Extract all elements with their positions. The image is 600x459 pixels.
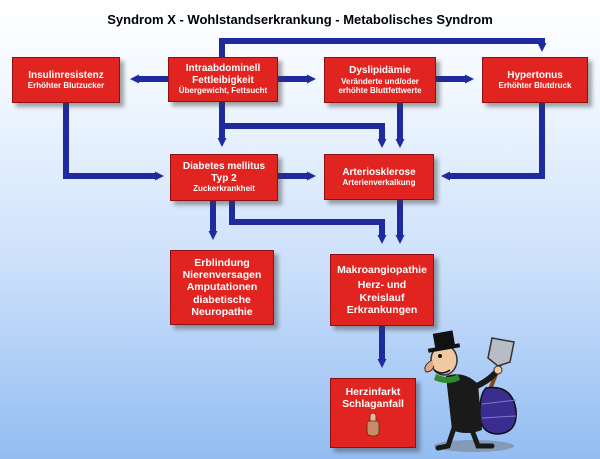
node-line: Herzinfarkt [345,386,401,398]
node-subtitle: Übergewicht, Fettsucht [178,86,268,96]
node-dyslipidaemie: Dyslipidämie Veränderte und/oder erhöhte… [324,57,436,103]
node-title: Makroangiopathie [337,264,427,277]
node-title: Dyslipidämie [349,65,411,77]
node-subtitle: Erhöhter Blutzucker [27,81,105,91]
diagram-title: Syndrom X - Wohlstandserkrankung - Metab… [107,12,493,27]
edge-insulinresistenz-diabetes [63,103,164,181]
node-makroangiopathie: Makroangiopathie Herz- und Kreislauf Erk… [330,254,434,326]
node-title: Intraabdominell Fettleibigkeit [185,63,261,86]
node-title: Arteriosklerose [342,166,416,178]
node-insulinresistenz: Insulinresistenz Erhöhter Blutzucker [12,57,120,103]
node-line: Kreislauf [359,291,405,304]
node-line: Nierenversagen [182,269,262,282]
node-line: Erkrankungen [346,303,418,316]
edge-adipositas-hypertonus [219,38,547,57]
node-line: Herz- und [357,279,407,292]
node-diabetes: Diabetes mellitus Typ 2 Zuckerkrankheit [170,154,278,201]
node-title: Hypertonus [507,69,563,81]
edge-diabetes-makroangiopathie [229,201,387,244]
node-subtitle: Veränderte und/oder erhöhte Bluttfettwer… [338,76,422,95]
node-line: diabetische [193,293,251,306]
node-line: Erblindung [194,257,250,270]
node-line: Amputationen [186,281,258,294]
edge-adipositas-arteriosklerose [219,102,387,148]
node-line: Schlaganfall [342,398,404,411]
node-hypertonus: Hypertonus Erhöhter Blutdruck [482,57,588,103]
edge-hypertonus-arteriosklerose [441,103,545,181]
node-title: Insulinresistenz [28,69,104,81]
node-arteriosklerose: Arteriosklerose Arterienverkalkung [324,154,434,200]
node-adipositas: Intraabdominell Fettleibigkeit Übergewic… [168,57,278,102]
node-folgen-diabetes: Erblindung Nierenversagen Amputationen d… [170,250,274,325]
node-line: Neuropathie [191,305,253,318]
node-subtitle: Erhöhter Blutdruck [498,81,572,91]
node-title: Diabetes mellitus Typ 2 [182,161,266,184]
pointing-finger-icon [366,413,380,437]
node-subtitle: Zuckerkrankheit [193,184,255,194]
node-herzinfarkt: Herzinfarkt Schlaganfall [330,378,416,448]
node-subtitle: Arterienverkalkung [342,178,416,188]
grim-reaper-with-spade-cartoon [424,330,517,452]
